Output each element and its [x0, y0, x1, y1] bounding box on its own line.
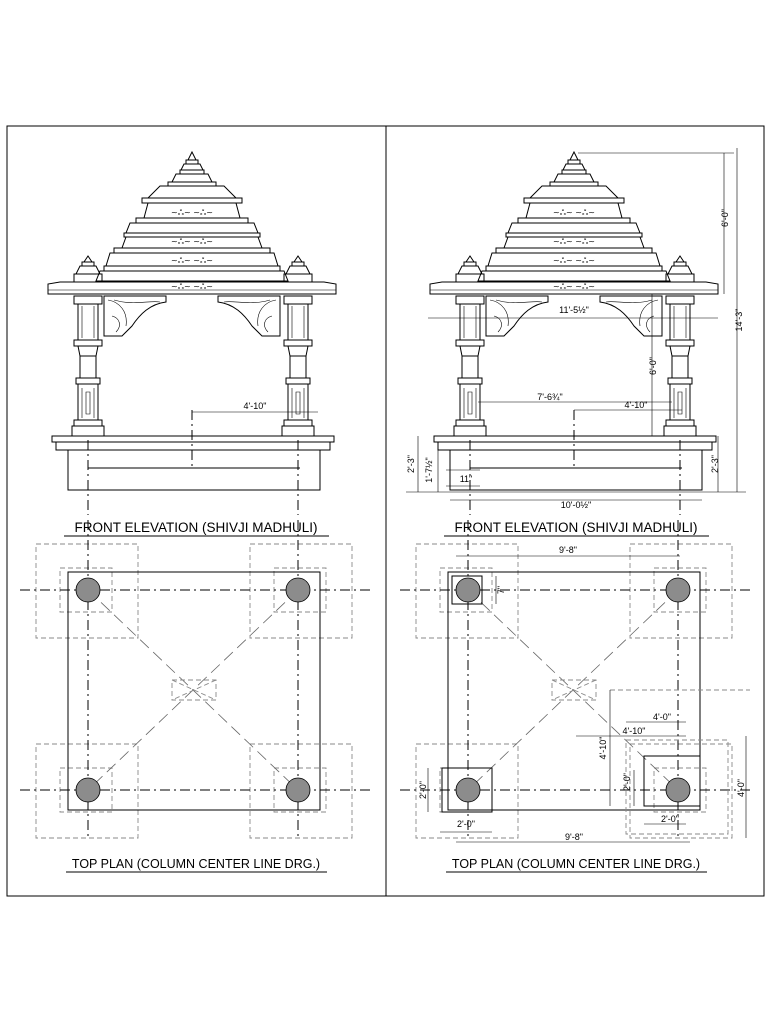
right-plan-title: TOP PLAN (COLUMN CENTER LINE DRG.)	[452, 857, 700, 871]
dim-base-right: 2'-3"	[710, 455, 720, 473]
dim-inner-width: 7'-6¾"	[537, 392, 562, 402]
plan-dim-right-four: 4'-0"	[736, 779, 746, 797]
left-elevation-title: FRONT ELEVATION (SHIVJI MADHULI)	[74, 520, 317, 535]
plan-dim-vertical-two-a: 2'-0"	[418, 781, 428, 799]
left-dim-half-width: 4'-10"	[244, 401, 267, 411]
plan-dim-column: 7"	[496, 586, 506, 594]
right-elevation-title: FRONT ELEVATION (SHIVJI MADHULI)	[454, 520, 697, 535]
left-plan-title: TOP PLAN (COLUMN CENTER LINE DRG.)	[72, 857, 320, 871]
plan-dim-vertical-two-b: 2'-0"	[622, 773, 632, 791]
right-elevation	[406, 148, 746, 516]
plan-dim-right-two: 2'-0"	[661, 814, 679, 824]
dim-pillar-height: 6'-0"	[648, 357, 658, 375]
dim-step-small: 11"	[460, 474, 473, 484]
plan-dim-four-a: 4'-0"	[653, 712, 671, 722]
plan-dim-bottom-two: 2'-0"	[457, 819, 475, 829]
dim-roof-width: 11'-5½"	[559, 305, 589, 315]
dim-step: 1'-7½"	[424, 457, 434, 482]
dim-base-left: 2'-3"	[406, 455, 416, 473]
right-plan	[399, 519, 751, 843]
plan-dim-bottom: 9'-8"	[565, 832, 583, 842]
plan-dim-four-b: 4'-10"	[623, 726, 646, 736]
dim-total-height: 14'-3"	[734, 309, 744, 332]
left-plan	[19, 519, 371, 841]
plan-dim-vertical-four-ten: 4'-10"	[598, 737, 608, 760]
dim-base-width: 10'-0½"	[561, 500, 591, 510]
dim-right-half-width: 4'-10"	[625, 400, 648, 410]
dim-dome-height: 6'-0"	[720, 209, 730, 227]
plan-dim-top: 9'-8"	[559, 545, 577, 555]
left-elevation: 4'-10"	[47, 151, 337, 516]
